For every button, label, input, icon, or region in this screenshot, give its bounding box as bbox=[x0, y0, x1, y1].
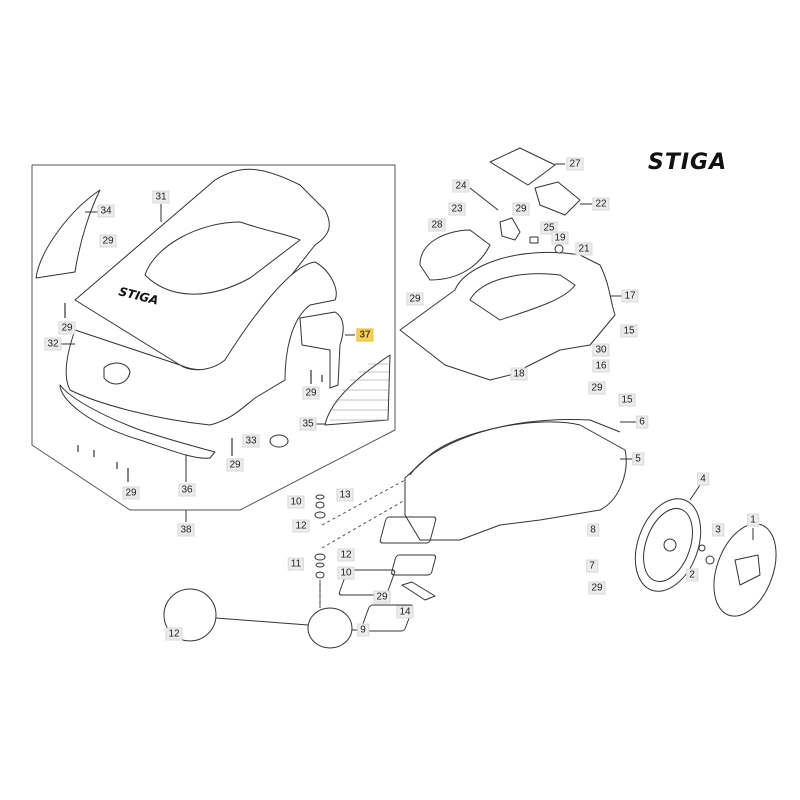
part-34-window bbox=[35, 189, 101, 279]
part-callout-9[interactable]: 9 bbox=[357, 623, 369, 637]
part-callout-8[interactable]: 8 bbox=[587, 523, 599, 537]
part-callout-23[interactable]: 23 bbox=[448, 202, 466, 216]
part-callout-32[interactable]: 32 bbox=[44, 337, 62, 351]
assembly-dashed-lines bbox=[319, 479, 406, 608]
part-21-nut bbox=[554, 244, 564, 254]
part-9-front-wheel bbox=[163, 580, 358, 649]
part-callout-38[interactable]: 38 bbox=[177, 523, 195, 537]
part-callout-27[interactable]: 27 bbox=[566, 157, 584, 171]
part-24-rod bbox=[469, 187, 499, 211]
part-callout-21[interactable]: 21 bbox=[575, 242, 593, 256]
part-1-hubcap bbox=[713, 523, 777, 617]
part-17-chassis-top bbox=[399, 251, 622, 381]
part-callout-11[interactable]: 11 bbox=[287, 557, 305, 571]
part-callout-3[interactable]: 3 bbox=[712, 523, 724, 537]
part-5-chassis-base bbox=[404, 418, 636, 541]
screws-left bbox=[64, 303, 323, 482]
part-3-washer bbox=[698, 544, 706, 552]
part-callout-25[interactable]: 25 bbox=[540, 221, 558, 235]
part-callout-29[interactable]: 29 bbox=[406, 292, 424, 306]
part-callout-18[interactable]: 18 bbox=[510, 367, 528, 381]
part-callout-29[interactable]: 29 bbox=[122, 486, 140, 500]
part-14-bracket bbox=[401, 581, 436, 601]
part-callout-13[interactable]: 13 bbox=[336, 488, 354, 502]
cover-assembly-outline bbox=[31, 164, 396, 522]
part-callout-10[interactable]: 10 bbox=[337, 566, 355, 580]
part-callout-14[interactable]: 14 bbox=[396, 605, 414, 619]
part-31-top-cover: STIGA bbox=[74, 168, 330, 371]
part-8-gasket bbox=[379, 516, 437, 544]
part-callout-15[interactable]: 15 bbox=[620, 324, 638, 338]
part-callout-33[interactable]: 33 bbox=[242, 434, 260, 448]
part-callout-19[interactable]: 19 bbox=[551, 231, 569, 245]
part-28-cover bbox=[419, 229, 491, 281]
part-callout-16[interactable]: 16 bbox=[592, 359, 610, 373]
part-callout-4[interactable]: 4 bbox=[697, 472, 709, 486]
part-callout-30[interactable]: 30 bbox=[592, 343, 610, 357]
part-35-grille bbox=[315, 354, 391, 426]
part-36-bumper bbox=[59, 384, 216, 482]
part-callout-29[interactable]: 29 bbox=[302, 386, 320, 400]
part-19-clip bbox=[529, 236, 539, 244]
part-22-control-panel bbox=[534, 181, 581, 216]
part-callout-7[interactable]: 7 bbox=[586, 559, 598, 573]
part-callout-29[interactable]: 29 bbox=[58, 321, 76, 335]
part-callout-24[interactable]: 24 bbox=[452, 179, 470, 193]
part-callout-22[interactable]: 22 bbox=[592, 197, 610, 211]
part-callout-28[interactable]: 28 bbox=[428, 218, 446, 232]
part-callout-1[interactable]: 1 bbox=[747, 513, 759, 527]
washers-stack bbox=[314, 494, 326, 579]
part-4-wheel bbox=[634, 484, 702, 592]
part-2-nut bbox=[705, 555, 715, 565]
part-callout-29[interactable]: 29 bbox=[226, 458, 244, 472]
part-callout-29[interactable]: 29 bbox=[512, 202, 530, 216]
part-7-cover bbox=[391, 554, 437, 576]
part-callout-29[interactable]: 29 bbox=[588, 381, 606, 395]
part-callout-5[interactable]: 5 bbox=[632, 452, 644, 466]
part-33-bumper-stop bbox=[269, 434, 289, 448]
part-callout-31[interactable]: 31 bbox=[152, 190, 170, 204]
part-32-body-shell bbox=[57, 261, 337, 426]
part-callout-35[interactable]: 35 bbox=[299, 417, 317, 431]
part-callout-36[interactable]: 36 bbox=[178, 483, 196, 497]
brand-logo: STIGA bbox=[648, 150, 728, 175]
gasket-lower bbox=[338, 569, 396, 596]
part-callout-12[interactable]: 12 bbox=[165, 627, 183, 641]
part-callout-10[interactable]: 10 bbox=[287, 495, 305, 509]
part-callout-29[interactable]: 29 bbox=[373, 590, 391, 604]
part-25-bracket bbox=[499, 217, 521, 241]
part-callout-2[interactable]: 2 bbox=[686, 568, 698, 582]
part-callout-29[interactable]: 29 bbox=[99, 234, 117, 248]
part-callout-34[interactable]: 34 bbox=[97, 204, 115, 218]
part-callout-6[interactable]: 6 bbox=[636, 415, 648, 429]
part-callout-37[interactable]: 37 bbox=[356, 328, 374, 342]
part-callout-15[interactable]: 15 bbox=[618, 393, 636, 407]
part-callout-17[interactable]: 17 bbox=[621, 289, 639, 303]
part-27-lid bbox=[489, 147, 556, 186]
part-37-liner bbox=[299, 311, 355, 389]
part-callout-29[interactable]: 29 bbox=[588, 581, 606, 595]
part-callout-12[interactable]: 12 bbox=[292, 519, 310, 533]
part-callout-12[interactable]: 12 bbox=[337, 548, 355, 562]
